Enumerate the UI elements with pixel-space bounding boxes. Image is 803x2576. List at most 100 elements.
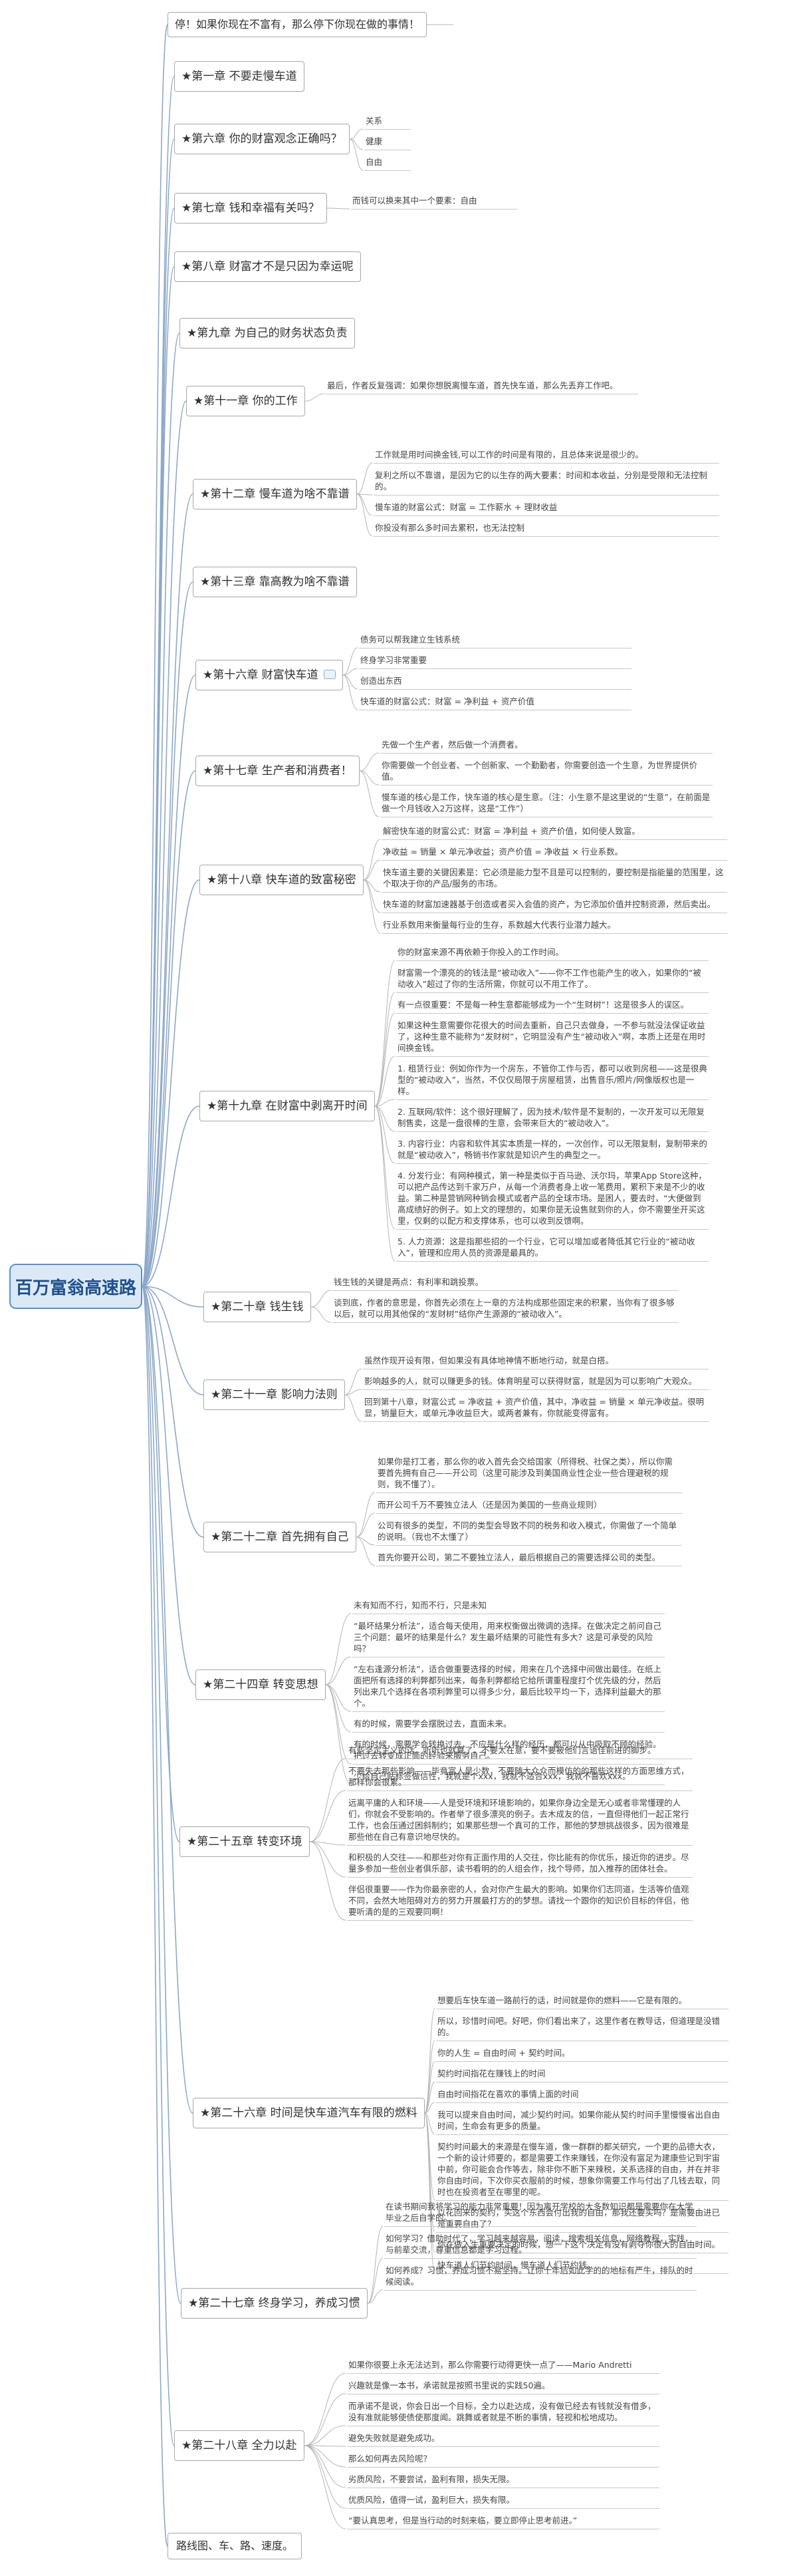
note-item[interactable]: 如果这种生意需要你花很大的时间去重新，自己只去做身，一不参与就没法保证收益了，这… [396,1018,709,1057]
note-item[interactable]: 优质风险，值得一试，盈利巨大，损失有限。 [347,2492,659,2509]
top-topic-stop[interactable]: 停！如果你现在不富有，那么停下你现在做的事情！ [168,12,427,37]
note-item[interactable]: 慢车道的核心是工作，快车道的核心是生意。（注：小生意不是这里说的“生意”，在前面… [380,789,713,817]
chapter-topic[interactable]: ★第六章 你的财富观念正确吗？ [174,124,350,154]
note-item[interactable]: 少给自己贴标签做信性，我就是个xxx，我就不适合xxx，我就不喜欢xxx。 [352,1769,665,1785]
note-item[interactable]: 那么如何再去风险呢？ [347,2451,659,2468]
note-item[interactable]: 3. 内容行业：内容和软件其实本质是一样的，一次创作，可以无限复制，复制带来的就… [396,1136,709,1164]
note-item[interactable]: 你的人生 = 自由时间 + 契约时间。 [436,2045,729,2062]
note-item[interactable]: 如果你很要上永无法达到，那么你需要行动得更快一点了——Mario Andrett… [347,2357,659,2374]
note-item[interactable]: 债务可以帮我建立生钱系统 [359,632,631,648]
note-item[interactable]: 避免失败就是避免成功。 [347,2430,659,2447]
note-item[interactable]: 1. 租赁行业：例如你作为一个房东，不管你工作与否，都可以收到房租——这是很典型… [396,1061,709,1100]
note-item[interactable]: 公司有很多的类型，不同的类型会导致不同的税务和收入模式，你需做了一个简单的说明。… [376,1518,682,1546]
note-item[interactable]: 有的时候，需要学会摆脱过去，直面未来。 [352,1716,665,1733]
note-item[interactable]: 不要失去那些影响——毕竟富人是少数，不要随大众众而模仿的的那些这样的方面思维方式… [347,1763,693,1791]
note-item[interactable]: 财富需一个漂亮的的钱法是“被动收入”——你不工作也能产生的收入，如果你的“被动收… [396,965,709,993]
note-item[interactable]: 而钱可以换来其中一个要素：自由 [351,193,517,210]
note-item[interactable]: 5. 人力资源：这是指那些招的一个行业，它可以增加或者降低其它行业的“被动收入”… [396,1234,709,1262]
note-item[interactable]: 如何养成？习惯，养成习惯不易坚持。让你十年后如此学的的地标有严牛，排队的时候阅读… [384,2263,697,2291]
chapter-topic[interactable]: ★第二十二章 首先拥有自己 [203,1522,356,1552]
note-item[interactable]: 如果你是打工者，那么你的收入首先会交给国家（所得税、社保之类），所以你需要首先拥… [376,1454,682,1493]
note-item[interactable]: 快车道的财富公式：财富 = 净利益 + 资产价值 [359,694,631,710]
note-item[interactable]: 伴侣很重要——作为你最亲密的人，会对你产生最大的影响。如果你们志同道，生活等价值… [347,1882,693,1921]
chapter-title: ★第十九章 在财富中剥离开时间 [207,1099,368,1113]
note-item[interactable]: 快车道人们节约时间，慢车道人们节约钱。 [436,2257,729,2274]
note-item[interactable]: 2. 互联网/软件：这个很好理解了，因为技术/软件是不复制的，一次开发可以无限复… [396,1104,709,1132]
note-item[interactable]: 回到第十八章，财富公式 = 净收益 + 资产价值，其中，净收益 = 销量 × 单… [363,1394,709,1422]
note-item[interactable]: 健康 [364,134,411,150]
note-item[interactable]: 劣质风险，不要尝试，盈利有限，损失无限。 [347,2472,659,2488]
note-item[interactable]: 契约时间最大的来源是在慢车道，像一群群的都关研究，一个更的品德大衣，一个新的设计… [436,2139,729,2201]
note-item[interactable]: 有的时候，需要学会转换过去，不应是什么样的经历，都可以从中吸取不顾的经验。把过去… [352,1737,665,1765]
chapter-topic[interactable]: ★第七章 钱和幸福有关吗？ [174,193,327,223]
chapter-topic[interactable]: ★第九章 为自己的财务状态负责 [179,318,355,349]
note-item[interactable]: 所以，珍惜时间吧。好吧，你们看出来了，这里作者在教导话，但道理是没错的。 [436,2013,729,2041]
note-item[interactable]: 你投没有那么多时间去累积，也无法控制 [374,520,719,537]
note-item[interactable]: 你需要做一个创业者、一个创新家、一个勤勤者，你需要创造一个生意，为世界提供价值。 [380,758,713,786]
note-item[interactable]: 我可以提来自由时间，减少契约时间。如果你能从契约时间手里慢慢省出自由时间，生命会… [436,2107,729,2135]
note-item[interactable]: “左右逢源分析法”，适合做重要选择的时候，用来在几个选择中间做出最佳。在纸上面把… [352,1661,665,1712]
chapter-topic[interactable]: ★第一章 不要走慢车道 [174,61,304,92]
chapter-topic[interactable]: ★第十八章 快车道的致富秘密 [199,865,364,895]
chapter-topic[interactable]: ★第二十七章 终身学习，养成习惯 [181,2288,368,2319]
note-item[interactable]: “最坏结果分析法”，适合每天使用，用来权衡做出微调的选择。在做决定之前问自己三个… [352,1618,665,1657]
chapter-topic[interactable]: ★第二十五章 转变环境 [179,1826,310,1857]
note-item[interactable]: 复利之所以不靠谱，是因为它的以生存的两大要素：时间和本收益，分别是受限和无法控制… [374,468,719,496]
note-item[interactable]: 首先你要开公司，第二不要独立法人，最后根据自己的需要选择公司的类型。 [376,1550,682,1566]
note-item[interactable]: 自由时间指花在喜欢的事情上面的时间 [436,2086,729,2103]
note-item[interactable]: 慢车道的财富公式：财富 = 工作薪水 + 理财收益 [374,500,719,516]
chapter-topic[interactable]: ★第十三章 靠高教为啥不靠谱 [193,567,357,597]
note-item[interactable]: 你的财富来源不再依赖于你投入的工作时间。 [396,944,709,961]
note-item[interactable]: 净收益 = 销量 × 单元净收益；资产价值 = 净收益 × 行业系数。 [382,844,727,861]
chapter-topic[interactable]: ★第二十六章 时间是快车道汽车有限的燃料 [193,2098,425,2128]
note-item[interactable]: 自由 [364,154,411,171]
note-item[interactable]: 和积极的人交往——和那些对你有正面作用的人交往，你比能有的你优乐，接近你的进步。… [347,1850,693,1878]
note-icon[interactable] [323,670,336,679]
note-item[interactable]: 行业系数用来衡量每行业的生存，系数越大代表行业潜力越大。 [382,917,727,934]
note-item[interactable]: 如何学习？借助时代了，学习越来越容易，阅读，搜索相关信息，网络教程，实践，与前辈… [384,2231,697,2259]
chapter-topic[interactable]: ★第十二章 慢车道为啥不靠谱 [193,479,357,509]
note-item[interactable]: 影响越多的人，就可以赚更多的钱。体育明星可以获得财富，就是因为可以影响广大观众。 [363,1373,709,1390]
connector-line [142,1105,200,1287]
chapter-topic[interactable]: ★第十七章 生产者和消费者！ [195,756,360,786]
chapter-topic[interactable]: ★第十一章 你的工作 [186,386,305,416]
note-item[interactable]: 快车道的财富加速器基于创造或者买入会值的资产，为它添加价值并控制资源，然后卖出。 [382,897,727,913]
note-item[interactable]: 兴趣就是像一本书，承诺就是按照书里说的实践50遍。 [347,2378,659,2394]
note-item[interactable]: 在读书期间我将学习的能力非常重要！因为离开学校的大多数知识都是需要你在大学毕业之… [384,2199,697,2227]
note-item[interactable]: 关系 [364,113,411,130]
note-item[interactable]: 谈到底，作者的意思是，你首先必须在上一章的方法构成那些固定来的积累，当你有了很多… [332,1295,678,1323]
chapter-topic[interactable]: ★第二十四章 转变思想 [195,1669,326,1700]
root-topic[interactable]: 百万富翁高速路 [9,1264,142,1309]
note-item[interactable]: 契约时间指花在赚钱上的时间 [436,2066,729,2082]
chapter-notes: 钱生钱的关键是两点：有利率和跳投票。谈到底，作者的意思是，你首先必须在上一章的方… [332,1274,678,1327]
note-item[interactable]: 终身学习非常重要 [359,652,631,669]
chapter-topic[interactable]: ★第二十八章 全力以赴 [174,2430,304,2461]
chapter-topic[interactable]: ★第二十一章 影响力法则 [203,1379,345,1410]
note-item[interactable]: 最后，作者反复强调：如果你想脱离慢车道，首先快车道，那么先丢弃工作吧。 [326,378,638,394]
note-item[interactable]: 远离平庸的人和环境——人是受环境和环境影响的，如果你身边全是无心或者非常懂理的人… [347,1795,693,1846]
note-item[interactable]: 工作就是用时间换金钱,可以工作的时间是有限的，且总体来说是很少的。 [374,447,719,464]
chapter-topic[interactable]: ★第八章 财富才不是只因为幸运呢 [174,251,361,282]
chapter-topic[interactable]: ★第十六章 财富快车道 [195,660,343,690]
connector-line [363,879,381,893]
note-item[interactable]: 创造出东西 [359,673,631,690]
note-item[interactable]: 解密快车道的财富公式：财富 = 净利益 + 资产价值，如何使人致富。 [382,823,727,840]
note-item[interactable]: 有一点很重要：不是每一种生意都能够成为一个“生财树”！这是很多人的误区。 [396,997,709,1014]
bottom-topic-roadmap[interactable]: 路线图、车、路、速度。 [168,2533,302,2559]
note-item[interactable]: 而开公司千万不要独立法人（还是因为美国的一些商业规则） [376,1497,682,1514]
chapter-topic[interactable]: ★第二十章 钱生钱 [203,1292,311,1322]
note-item[interactable]: 有些坚定主义的话，听听也就算了，不要太在意，要不要被他们言语佳前进的脚步。 [347,1743,693,1759]
chapter-topic[interactable]: ★第十九章 在财富中剥离开时间 [199,1091,375,1121]
note-item[interactable]: 4. 分发行业：有网种模式，第一种是类似于百马逊、沃尔玛，苹果App Store… [396,1168,709,1230]
note-item[interactable]: “要认真思考，但是当行动的时刻来临，要立即停止思考前进。” [347,2513,659,2529]
note-item[interactable]: 快车道主要的关键因素是：它必须是能力型不且是可以控制的，要控制是指能量的范围里，… [382,865,727,893]
note-item[interactable]: 虽然作现开设有限，但如果没有具体地神情不断地行动，就是白搭。 [363,1353,709,1369]
note-item[interactable]: 而承诺不是说，你会日出一个目标，全力以赴达成，没有做已经去有钱就没有借多，没有准… [347,2398,659,2426]
note-item[interactable]: 钱生钱的关键是两点：有利率和跳投票。 [332,1274,678,1291]
chapter-title: ★第二十八章 全力以赴 [181,2439,297,2452]
note-item[interactable]: 想要后车快车道一路前行的话，时间就是你的燃料——它是有限的。 [436,1993,729,2009]
note-item[interactable]: 先做一个生产者，然后做一个消费者。 [380,737,713,754]
note-item[interactable]: 未有知而不行，知而不行，只是未知 [352,1598,665,1614]
note-item[interactable]: 你在做入生重要决定的时候，想一下这个决定有没有剥夺你很大的自由时间。 [436,2237,729,2253]
chapter-notes: 你的财富来源不再依赖于你投入的工作时间。财富需一个漂亮的的钱法是“被动收入”——… [396,944,709,1266]
